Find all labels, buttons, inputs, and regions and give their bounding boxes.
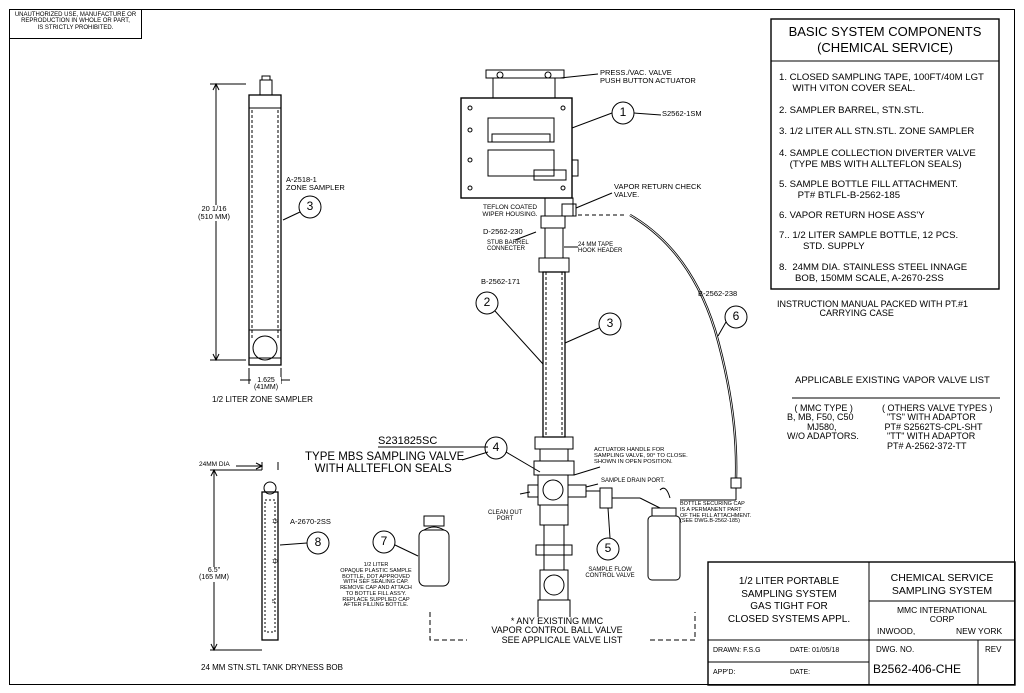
bob-scale-10: 10 xyxy=(272,559,278,565)
component-item-3: 3. 1/2 LITER ALL STN.STL. ZONE SAMPLER xyxy=(779,126,975,137)
zone-sampler-drawing xyxy=(210,75,322,384)
drawing-border xyxy=(9,9,1015,685)
valve-list-left: ( MMC TYPE ) B, MB, F50, C50 MJ580, W/O … xyxy=(787,403,859,442)
securing-label: BOTTLE SECURING CAP IS A PERMANENT PART … xyxy=(680,501,752,525)
title-date2: DATE: xyxy=(790,669,811,676)
bob-length: 6.5" (165 MM) xyxy=(194,567,234,582)
title-desc: 1/2 LITER PORTABLE SAMPLING SYSTEM GAS T… xyxy=(727,576,851,625)
component-item-2: 2. SAMPLER BARREL, STN.STL. xyxy=(779,105,925,116)
warning-box xyxy=(9,9,142,39)
component-item-5: 5. SAMPLE BOTTLE FILL ATTACHMENT. PT# BT… xyxy=(779,179,958,202)
d2562-label: D-2562-230 xyxy=(483,227,523,236)
assembly-drawing xyxy=(372,69,748,641)
b2562-238-label: B-2562-238 xyxy=(698,289,738,298)
title-date1: DATE: 01/05/18 xyxy=(790,647,840,654)
drain-label: SAMPLE DRAIN PORT. xyxy=(601,478,665,484)
component-item-7: 7.. 1/2 LITER SAMPLE BOTTLE, 12 PCS. STD… xyxy=(779,230,959,253)
rev-label: REV xyxy=(985,645,1002,654)
components-title: BASIC SYSTEM COMPONENTS (CHEMICAL SERVIC… xyxy=(788,24,982,55)
zone-sampler-width: 1.625 (41MM) xyxy=(251,377,281,392)
balloon-4: 4 xyxy=(492,440,500,454)
warning-text: UNAUTHORIZED USE, MANUFACTURE OR REPRODU… xyxy=(14,12,137,31)
bob-dia: 24MM DIA xyxy=(199,461,230,468)
bob-scale-5: 5 xyxy=(272,599,275,605)
bob-drawing xyxy=(210,462,330,652)
zone-sampler-caption: 1/2 LITER ZONE SAMPLER xyxy=(212,395,313,404)
valve-list-right: ( OTHERS VALVE TYPES ) "TS" WITH ADAPTOR… xyxy=(882,403,993,451)
balloon-7: 7 xyxy=(380,534,388,548)
bob-caption: 24 MM STN.STL TANK DRYNESS BOB xyxy=(201,663,343,672)
valve-list-title: APPLICABLE EXISTING VAPOR VALVE LIST xyxy=(795,375,990,386)
balloon-8-bob: 8 xyxy=(314,535,322,549)
title-city: INWOOD, xyxy=(877,626,916,636)
vapor-check-label: VAPOR RETURN CHECK VALVE. xyxy=(614,182,702,199)
title-drawn: DRAWN: F.S.G xyxy=(713,647,761,654)
press-valve-label: PRESS./VAC. VALVE PUSH BUTTON ACTUATOR xyxy=(600,68,696,85)
b2562-171-label: B-2562-171 xyxy=(481,277,521,286)
balloon-5: 5 xyxy=(604,541,612,555)
component-item-4: 4. SAMPLE COLLECTION DIVERTER VALVE (TYP… xyxy=(779,148,976,171)
dwg-label: DWG. NO. xyxy=(876,645,915,654)
components-list: 1. CLOSED SAMPLING TAPE, 100FT/40M LGT W… xyxy=(771,67,999,287)
zone-sampler-part: A-2518-1 ZONE SAMPLER xyxy=(286,175,345,192)
s231825-label: S231825SC xyxy=(378,435,438,447)
type-mbs-label: TYPE MBS SAMPLING VALVE WITH ALLTEFLON S… xyxy=(305,451,465,476)
dwg-number: B2562-406-CHE xyxy=(873,662,962,676)
flow-label: SAMPLE FLOW CONTROL VALVE xyxy=(585,567,635,580)
title-appd: APP'D: xyxy=(713,669,736,676)
balloon-3: 3 xyxy=(606,316,614,330)
any-existing-label: * ANY EXISTING MMC VAPOR CONTROL BALL VA… xyxy=(467,616,647,646)
title-company: MMC INTERNATIONAL CORP xyxy=(896,605,988,624)
component-item-1: 1. CLOSED SAMPLING TAPE, 100FT/40M LGT W… xyxy=(779,72,984,95)
zone-sampler-height: 20 1/16 (510 MM) xyxy=(194,205,234,221)
clean-out-label: CLEAN OUT PORT xyxy=(488,510,523,523)
title-service: CHEMICAL SERVICE SAMPLING SYSTEM xyxy=(890,572,994,597)
title-state: NEW YORK xyxy=(956,626,1003,636)
bottle-note: 1/2 LITER OPAQUE PLASTIC SAMPLE BOTTLE, … xyxy=(340,562,412,609)
balloon-3-zone: 3 xyxy=(306,199,314,213)
component-item-6: 6. VAPOR RETURN HOSE ASS'Y xyxy=(779,210,925,221)
balloon-1: 1 xyxy=(619,105,627,119)
balloon-6: 6 xyxy=(732,309,740,323)
components-box xyxy=(770,18,1000,290)
teflon-label: TEFLON COATED WIPER HOUSING. xyxy=(482,204,538,218)
s2562-label: S2562-1SM xyxy=(662,109,702,118)
bob-part: A-2670-2SS xyxy=(290,517,331,526)
bob-scale-15: 15 xyxy=(272,519,278,525)
actuator-label: ACTUATOR HANDLE FOR SAMPLING VALVE, 90° … xyxy=(594,447,688,466)
stub-label: STUB BARREL CONNECTER xyxy=(487,240,529,253)
hook-label: 24 MM TAPE HOOK HEADER xyxy=(578,242,623,255)
balloon-2: 2 xyxy=(483,295,491,309)
component-item-8: 8. 24MM DIA. STAINLESS STEEL INNAGE BOB,… xyxy=(779,262,968,285)
manual-note: INSTRUCTION MANUAL PACKED WITH PT.#1 CAR… xyxy=(777,299,969,319)
